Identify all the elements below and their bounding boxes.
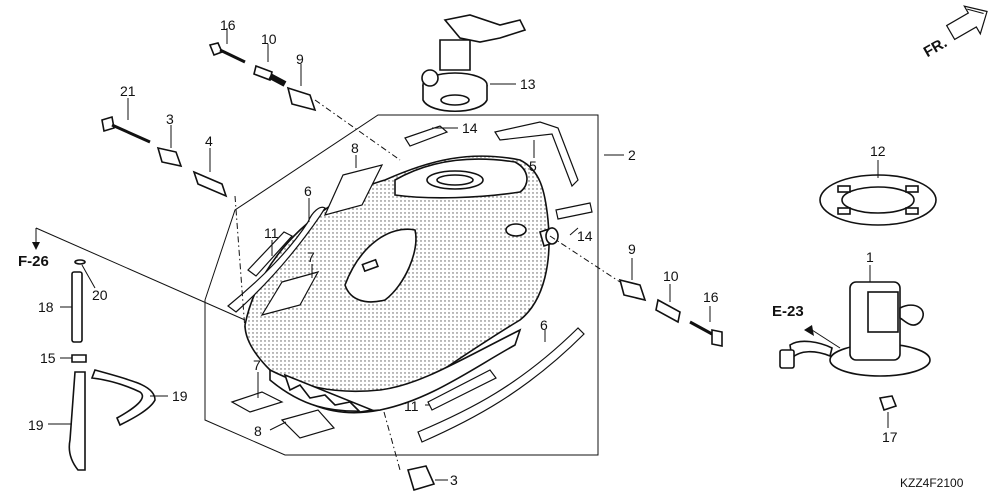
callout-21[interactable]: 21 <box>120 83 136 99</box>
rubber-3-upper[interactable] <box>156 146 183 168</box>
rubber-3-lower[interactable] <box>406 465 436 491</box>
diagram-code: KZZ4F2100 <box>900 476 964 490</box>
callout-8-lower[interactable]: 8 <box>254 423 262 439</box>
bolt-16-upper[interactable] <box>208 42 246 64</box>
fuel-pump[interactable] <box>779 281 931 377</box>
callout-1[interactable]: 1 <box>866 249 874 265</box>
callout-3-lower[interactable]: 3 <box>450 472 458 488</box>
bolt-16-lower[interactable] <box>689 320 723 347</box>
pump-flange[interactable] <box>819 174 937 226</box>
callout-4[interactable]: 4 <box>205 133 213 149</box>
callout-8-upper[interactable]: 8 <box>351 140 359 156</box>
callout-2[interactable]: 2 <box>628 147 636 163</box>
callout-10-lower[interactable]: 10 <box>663 268 679 284</box>
ref-f26[interactable]: F-26 <box>18 253 49 270</box>
front-direction-arrow <box>945 5 988 41</box>
callout-16-lower[interactable]: 16 <box>703 289 719 305</box>
callout-9-upper[interactable]: 9 <box>296 51 304 67</box>
collar-10-upper[interactable] <box>253 64 287 87</box>
assembly-boundary <box>204 114 599 456</box>
callout-11-lower[interactable]: 11 <box>404 398 419 414</box>
callout-15[interactable]: 15 <box>40 350 56 366</box>
rubber-9-lower[interactable] <box>618 278 647 302</box>
ref-e23[interactable]: E-23 <box>772 303 804 320</box>
callout-20[interactable]: 20 <box>92 287 108 303</box>
callout-18[interactable]: 18 <box>38 299 54 315</box>
callout-14-lower[interactable]: 14 <box>577 228 593 244</box>
callout-9-lower[interactable]: 9 <box>628 241 636 257</box>
callout-7-lower[interactable]: 7 <box>253 357 261 373</box>
callout-6-upper[interactable]: 6 <box>304 183 312 199</box>
callout-16-upper[interactable]: 16 <box>220 17 236 33</box>
collar-10-lower[interactable] <box>655 298 681 324</box>
collar-4[interactable] <box>192 170 228 198</box>
callout-17[interactable]: 17 <box>882 429 898 445</box>
callout-5[interactable]: 5 <box>529 158 537 174</box>
callout-11-upper[interactable]: 11 <box>264 225 279 241</box>
callout-12[interactable]: 12 <box>870 143 886 159</box>
callout-13[interactable]: 13 <box>520 76 536 92</box>
seal-strips[interactable] <box>227 121 593 443</box>
nut-17[interactable] <box>878 395 898 412</box>
front-direction-label: FR. <box>921 34 950 61</box>
callout-19-right[interactable]: 19 <box>172 388 188 404</box>
leader-lines <box>32 28 889 481</box>
callout-19-left[interactable]: 19 <box>28 417 44 433</box>
callout-14-upper[interactable]: 14 <box>462 120 478 136</box>
fuel-tank[interactable] <box>244 155 559 414</box>
callout-7-upper[interactable]: 7 <box>307 249 315 265</box>
callout-10-upper[interactable]: 10 <box>261 31 277 47</box>
hose-assembly[interactable] <box>68 259 156 471</box>
callout-3-upper[interactable]: 3 <box>166 111 174 127</box>
fuel-cap[interactable] <box>421 14 527 113</box>
callout-6-lower[interactable]: 6 <box>540 317 548 333</box>
bolt-21[interactable] <box>101 115 151 144</box>
rubber-9-upper[interactable] <box>286 86 317 112</box>
